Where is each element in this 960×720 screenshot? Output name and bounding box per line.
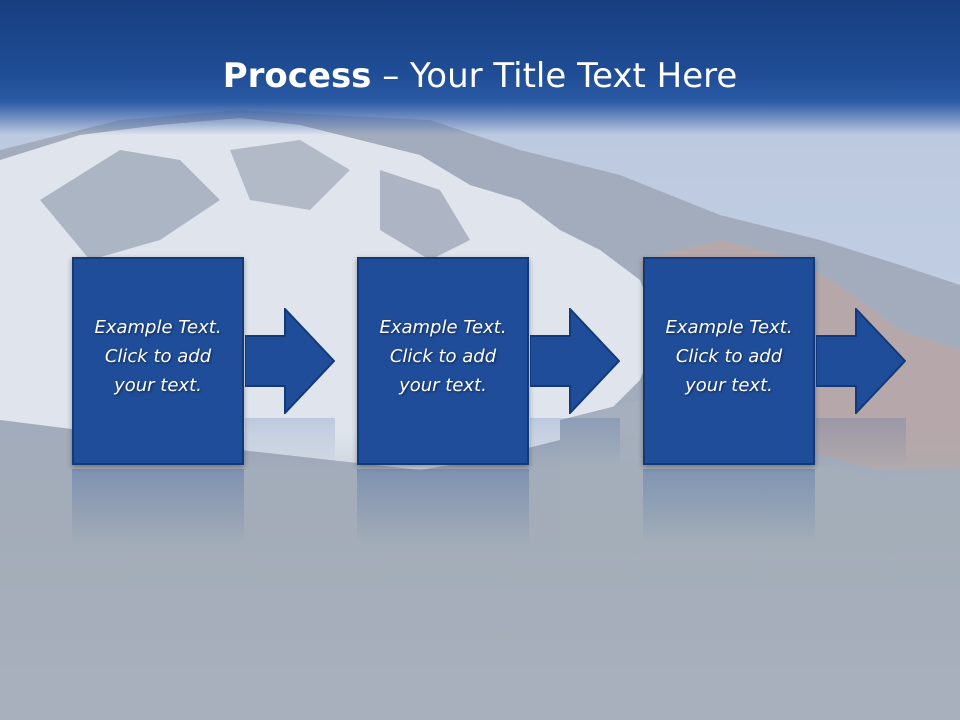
step-2-reflection	[357, 469, 529, 544]
arrow-right-icon	[816, 308, 906, 414]
arrow-right-icon	[245, 308, 335, 414]
step-1-line-2: Click to add	[104, 346, 212, 367]
step-1-reflection	[72, 469, 244, 544]
step-3-line-3: your text.	[685, 375, 773, 396]
arrow-1-reflection	[245, 418, 335, 468]
background-meadow	[0, 430, 960, 720]
slide-title[interactable]: Process – Your Title Text Here	[0, 54, 960, 98]
title-bold: Process	[222, 56, 372, 96]
title-band	[0, 0, 960, 135]
step-2-text[interactable]: Example Text. Click to add your text.	[359, 313, 527, 400]
step-3-line-2: Click to add	[675, 346, 783, 367]
step-2-line-2: Click to add	[389, 346, 497, 367]
arrow-3-reflection	[816, 418, 906, 468]
step-2-box[interactable]: Example Text. Click to add your text.	[357, 257, 529, 465]
step-2-line-1: Example Text.	[379, 317, 507, 338]
step-3-reflection	[643, 469, 815, 544]
step-3-text[interactable]: Example Text. Click to add your text.	[645, 313, 813, 400]
step-1-text[interactable]: Example Text. Click to add your text.	[74, 313, 242, 400]
step-3-line-1: Example Text.	[665, 317, 793, 338]
title-rest: – Your Title Text Here	[371, 56, 738, 96]
step-1-line-3: your text.	[114, 375, 202, 396]
step-3-box[interactable]: Example Text. Click to add your text.	[643, 257, 815, 465]
step-1-line-1: Example Text.	[94, 317, 222, 338]
step-1-box[interactable]: Example Text. Click to add your text.	[72, 257, 244, 465]
step-2-line-3: your text.	[399, 375, 487, 396]
arrow-right-icon	[530, 308, 620, 414]
arrow-2-reflection	[530, 418, 620, 468]
